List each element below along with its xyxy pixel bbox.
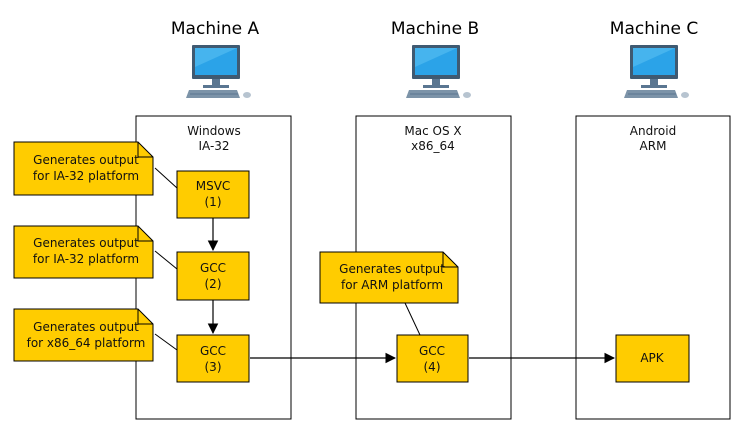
system-name-c: Android (630, 124, 676, 138)
svg-text:GCC: GCC (200, 261, 226, 275)
note-connector (154, 167, 178, 189)
svg-text:(1): (1) (205, 195, 222, 209)
compiler-box-gcc4: GCC (4) (396, 334, 469, 383)
system-name-a: Windows (187, 124, 241, 138)
output-box-apk: APK (615, 334, 690, 383)
machine-title-c: Machine C (610, 19, 698, 39)
desktop-computer-icon (185, 44, 252, 99)
svg-text:Generates output: Generates output (339, 262, 445, 276)
svg-text:for ARM platform: for ARM platform (341, 278, 443, 292)
note-x86-64: Generates output for x86_64 platform (13, 308, 154, 362)
svg-text:MSVC: MSVC (196, 179, 231, 193)
svg-text:Generates output: Generates output (33, 236, 139, 250)
svg-text:for IA-32 platform: for IA-32 platform (33, 252, 139, 266)
compiler-box-msvc: MSVC (1) (176, 170, 250, 219)
machine-title-a: Machine A (171, 19, 260, 39)
svg-text:(3): (3) (205, 360, 222, 374)
svg-text:GCC: GCC (200, 344, 226, 358)
system-arch-c: ARM (640, 139, 667, 153)
svg-text:for x86_64 platform: for x86_64 platform (27, 336, 146, 350)
system-name-b: Mac OS X (404, 124, 461, 138)
note-ia32-msvc: Generates output for IA-32 platform (13, 141, 154, 196)
system-arch-b: x86_64 (411, 139, 455, 153)
svg-text:GCC: GCC (419, 344, 445, 358)
desktop-computer-icon (623, 44, 690, 99)
svg-text:APK: APK (640, 351, 664, 365)
svg-text:(2): (2) (205, 277, 222, 291)
machine-box-c (575, 115, 731, 420)
svg-text:Generates output: Generates output (33, 153, 139, 167)
note-arm: Generates output for ARM platform (319, 251, 459, 304)
desktop-computer-icon (405, 44, 472, 99)
svg-text:for IA-32 platform: for IA-32 platform (33, 169, 139, 183)
svg-text:(4): (4) (424, 360, 441, 374)
machine-title-b: Machine B (391, 19, 479, 39)
note-ia32-gcc: Generates output for IA-32 platform (13, 225, 154, 279)
note-connector (154, 250, 178, 270)
note-connector (154, 333, 178, 351)
system-arch-a: IA-32 (198, 139, 229, 153)
compiler-box-gcc3: GCC (3) (176, 334, 250, 383)
svg-text:Generates output: Generates output (33, 320, 139, 334)
note-connector (404, 302, 421, 336)
compiler-box-gcc2: GCC (2) (176, 251, 250, 301)
